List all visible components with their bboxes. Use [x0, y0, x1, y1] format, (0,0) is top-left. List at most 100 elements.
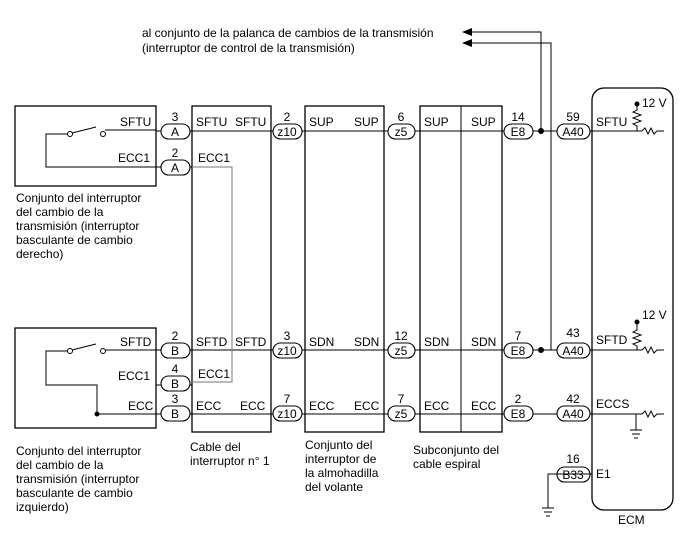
- connector-e8-ecc: 2 E8: [503, 392, 534, 422]
- ecm-eccs-label: ECCS: [596, 397, 629, 411]
- left-switch-ecc1-label: ECC1: [118, 369, 150, 383]
- svg-text:z10: z10: [277, 407, 297, 421]
- connector-a40-sftu: 59 A40: [556, 110, 591, 140]
- cable1-sftd: SFTD: [196, 335, 228, 349]
- connector-e8-sdn: 7 E8: [503, 329, 534, 359]
- connector-sw-l-ecc: 3 B: [160, 392, 191, 422]
- svg-text:A40: A40: [562, 125, 584, 139]
- svg-text:16: 16: [566, 452, 580, 466]
- pullup-sftd: [592, 319, 664, 355]
- svg-text:del cambio de la: del cambio de la: [16, 458, 104, 472]
- svg-text:7: 7: [398, 392, 405, 406]
- spiral-sdn: SDN: [424, 335, 449, 349]
- pad-sup2: SUP: [354, 115, 379, 129]
- ecm-e1-label: E1: [596, 467, 611, 481]
- svg-text:z5: z5: [395, 125, 408, 139]
- connector-z5-ecc: 7 z5: [387, 392, 416, 422]
- svg-text:E8: E8: [511, 125, 526, 139]
- left-switch-sftd-label: SFTD: [120, 335, 152, 349]
- svg-text:7: 7: [284, 392, 291, 406]
- svg-text:transmisión (interruptor: transmisión (interruptor: [16, 219, 139, 233]
- svg-text:Conjunto del: Conjunto del: [305, 438, 372, 452]
- arrow-to-shift-lever-1: [462, 28, 542, 130]
- svg-text:2: 2: [172, 146, 179, 160]
- cable1-sftd2: SFTD: [235, 335, 267, 349]
- svg-text:E8: E8: [511, 344, 526, 358]
- svg-text:B: B: [171, 344, 179, 358]
- svg-text:43: 43: [566, 326, 580, 340]
- pad-ecc: ECC: [309, 399, 335, 413]
- top-note-line1: al conjunto de la palanca de cambios de …: [142, 26, 434, 40]
- connector-sw-r-ecc1: 2 A: [160, 146, 191, 176]
- eccs-ground: [592, 409, 664, 439]
- spiral-sdn2: SDN: [471, 335, 496, 349]
- svg-text:Conjunto del interruptor: Conjunto del interruptor: [16, 444, 141, 458]
- cable1-ecc1-bottom: ECC1: [198, 367, 230, 381]
- svg-text:A40: A40: [562, 344, 584, 358]
- spiral-ecc2: ECC: [471, 399, 497, 413]
- svg-text:derecho): derecho): [16, 247, 63, 261]
- svg-text:z10: z10: [277, 344, 297, 358]
- connector-e8-sup: 14 E8: [503, 110, 534, 140]
- cable1-sftu: SFTU: [196, 115, 227, 129]
- connector-b33-e1: 16 B33: [556, 452, 591, 483]
- junction-sup: [538, 128, 544, 134]
- cable1-sftu2: SFTU: [235, 115, 266, 129]
- svg-text:interruptor n° 1: interruptor n° 1: [190, 454, 270, 468]
- connector-z10-sdn: 3 z10: [272, 329, 303, 359]
- ecm-sftu-label: SFTU: [596, 115, 627, 129]
- e1-ground: [542, 473, 592, 517]
- svg-text:B: B: [171, 407, 179, 421]
- svg-text:7: 7: [515, 329, 522, 343]
- svg-text:3: 3: [284, 329, 291, 343]
- pad-sup: SUP: [309, 115, 334, 129]
- connector-z10-sup: 2 z10: [272, 110, 303, 140]
- pad-box: [304, 105, 385, 433]
- pad-sdn2: SDN: [354, 335, 379, 349]
- connector-z10-ecc: 7 z10: [272, 392, 303, 422]
- connector-z5-sdn: 12 z5: [387, 329, 416, 359]
- svg-text:A40: A40: [562, 407, 584, 421]
- svg-text:42: 42: [566, 392, 580, 406]
- svg-text:transmisión (interruptor: transmisión (interruptor: [16, 472, 139, 486]
- connector-sw-r-sftu: 3 A: [160, 110, 191, 140]
- svg-text:B33: B33: [562, 468, 584, 482]
- right-switch-box: [14, 105, 157, 187]
- top-note-line2: (interruptor de control de la transmisió…: [142, 41, 355, 55]
- svg-text:interruptor de: interruptor de: [305, 452, 377, 466]
- svg-text:2: 2: [284, 110, 291, 124]
- cable1-ecc1-top: ECC1: [198, 151, 230, 165]
- wire-ecc1-internal: [192, 166, 233, 383]
- connector-sw-l-ecc1: 4 B: [160, 362, 191, 392]
- pullup-sftu: [592, 101, 664, 136]
- left-switch-label: Conjunto del interruptor del cambio de l…: [16, 444, 141, 514]
- svg-text:del cambio de la: del cambio de la: [16, 205, 104, 219]
- svg-text:14: 14: [511, 110, 525, 124]
- spiral-sup: SUP: [424, 115, 449, 129]
- svg-text:Cable del: Cable del: [190, 440, 241, 454]
- right-switch-label: Conjunto del interruptor del cambio de l…: [16, 191, 141, 261]
- svg-text:12: 12: [394, 329, 408, 343]
- voltage-sftu: 12 V: [642, 96, 667, 110]
- pad-ecc2: ECC: [354, 399, 380, 413]
- voltage-sftd: 12 V: [642, 308, 667, 322]
- svg-text:z10: z10: [277, 125, 297, 139]
- svg-text:4: 4: [172, 362, 179, 376]
- connector-z5-sup: 6 z5: [387, 110, 416, 140]
- svg-text:la almohadilla: la almohadilla: [305, 466, 379, 480]
- svg-text:A: A: [171, 161, 179, 175]
- svg-text:cable espiral: cable espiral: [413, 457, 480, 471]
- arrow-to-shift-lever-2: [462, 39, 552, 350]
- right-switch-ecc1-label: ECC1: [118, 151, 150, 165]
- svg-text:E8: E8: [511, 407, 526, 421]
- right-switch-contacts: [45, 126, 156, 168]
- svg-text:Conjunto del interruptor: Conjunto del interruptor: [16, 191, 141, 205]
- connector-a40-sftd: 43 A40: [556, 326, 591, 359]
- svg-text:basculante de cambio: basculante de cambio: [16, 233, 133, 247]
- spiral-ecc: ECC: [424, 399, 450, 413]
- svg-text:3: 3: [172, 110, 179, 124]
- ecm-box: [591, 87, 674, 511]
- svg-text:2: 2: [515, 392, 522, 406]
- svg-text:59: 59: [566, 110, 580, 124]
